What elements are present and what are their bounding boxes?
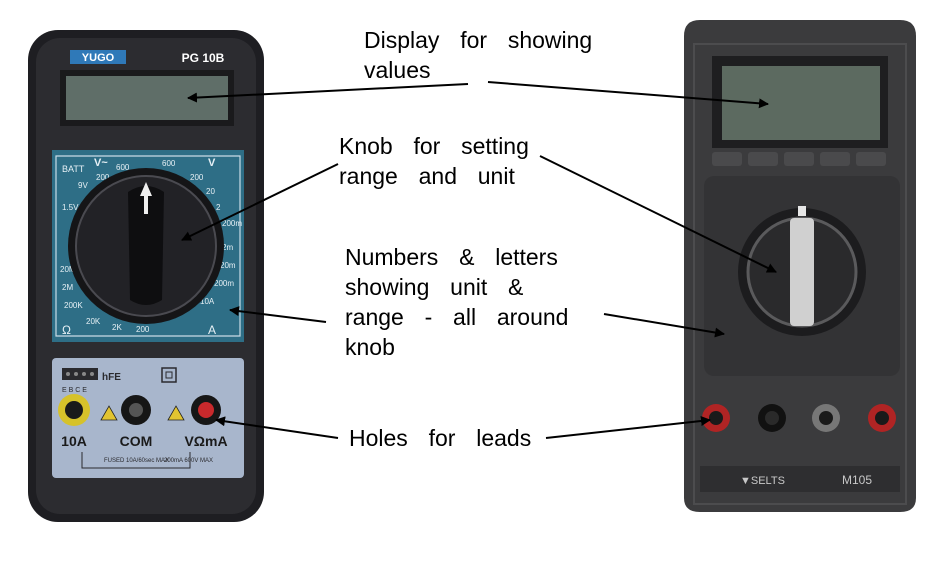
double-insulation-icon xyxy=(161,367,177,383)
annotation-arrows xyxy=(181,81,777,439)
right-function-button xyxy=(856,152,886,166)
panel-label-ohm-2k: 2K xyxy=(112,323,122,332)
left-range-panel-border xyxy=(55,155,241,337)
panel-label-vdc-20: 20 xyxy=(206,187,215,196)
right-knob-grip xyxy=(790,218,814,326)
panel-label-ohm-20m: 20M xyxy=(60,265,76,274)
panel-label-vdc-200m: 200m xyxy=(222,219,242,228)
panel-label-ohm-200: 200 xyxy=(136,325,150,334)
arrow-numbers-left xyxy=(229,306,327,323)
label-numbers-line1: Numbers & letters xyxy=(345,244,558,270)
jack-bracket-line xyxy=(81,452,191,469)
panel-label-a-20m: 20m xyxy=(220,261,236,270)
right-meter-inner-edge xyxy=(693,43,907,505)
left-knob-grip xyxy=(128,186,164,305)
right-function-button xyxy=(820,152,850,166)
panel-label-a-2m: 2m xyxy=(222,243,233,252)
right-knob-marker xyxy=(798,206,806,216)
right-jack xyxy=(819,411,833,425)
arrow-holes-left xyxy=(215,416,339,439)
right-jack xyxy=(709,411,723,425)
panel-label-ohm-20k: 20K xyxy=(86,317,101,326)
jack-10a xyxy=(65,401,83,419)
panel-label-a-200m: 200m xyxy=(214,279,234,288)
panel-label-amp: A xyxy=(208,323,216,337)
panel-label-vac-200: 200 xyxy=(96,173,110,182)
right-jack xyxy=(875,411,889,425)
right-function-button xyxy=(748,152,778,166)
panel-label-10a: 10A xyxy=(200,297,215,306)
right-brand-strip xyxy=(700,466,900,492)
label-display-line2: values xyxy=(364,57,431,83)
label-knob-line2: range and unit xyxy=(339,163,515,189)
panel-label-vdc-2: 2 xyxy=(216,203,221,212)
arrow-display-left xyxy=(187,83,469,103)
panel-label-ohm-200k: 200K xyxy=(64,301,83,310)
label-knob-line1: Knob for setting xyxy=(339,133,529,159)
hfe-socket-pin xyxy=(66,372,70,376)
panel-label-vdc-200: 200 xyxy=(190,173,204,182)
jack-label-com: COM xyxy=(120,433,153,449)
panel-label-vac-600: 600 xyxy=(116,163,130,172)
label-numbers-line4: knob xyxy=(345,334,395,360)
double-insulation-inner-icon xyxy=(165,371,173,379)
right-jack xyxy=(765,411,779,425)
hfe-socket-pin xyxy=(90,372,94,376)
panel-label-1-5v: 1.5V xyxy=(62,203,79,212)
label-holes: Holes for leads xyxy=(349,425,532,451)
panel-label-vac: V~ xyxy=(94,157,108,169)
arrow-holes-right xyxy=(545,416,711,439)
arrow-knob-right xyxy=(539,155,777,273)
fuse-label-left: FUSED 10A/60sec MAX xyxy=(104,458,169,464)
hfe-label: hFE xyxy=(102,372,121,383)
panel-label-9v: 9V xyxy=(78,181,88,190)
panel-label-vdc-600: 600 xyxy=(162,159,176,168)
label-numbers-line2: showing unit & xyxy=(345,274,524,300)
arrow-knob-left xyxy=(181,163,339,241)
right-multimeter: ▼SELTS M105 xyxy=(684,20,916,512)
jack-label-10a: 10A xyxy=(61,433,87,449)
warning-triangle-icon xyxy=(100,405,118,421)
arrow-display-right xyxy=(487,81,769,109)
jack-com xyxy=(129,403,143,417)
right-function-button xyxy=(712,152,742,166)
right-function-button xyxy=(784,152,814,166)
panel-label-vdc: V xyxy=(208,157,216,169)
jack-vohma xyxy=(198,402,214,418)
right-model-text: M105 xyxy=(842,473,872,487)
warning-triangle-icon xyxy=(167,405,185,421)
jack-label-vohma: VΩmA xyxy=(184,433,227,449)
left-model-text: PG 10B xyxy=(182,51,225,65)
hfe-socket-pin xyxy=(82,372,86,376)
left-brand-text: YUGO xyxy=(82,52,115,64)
ebce-label: E B C E xyxy=(62,387,87,394)
left-brand-badge xyxy=(70,50,126,64)
left-multimeter: YUGO PG 10B BATT 1.5V 9V V~ 200 600 V 60… xyxy=(28,30,264,522)
arrow-numbers-right xyxy=(603,313,725,338)
right-brand-text: ▼SELTS xyxy=(740,475,785,487)
panel-label-ohm: Ω xyxy=(62,323,71,337)
panel-label-ohm-2m: 2M xyxy=(62,283,73,292)
left-knob-pointer-icon xyxy=(140,182,152,214)
panel-label-batt: BATT xyxy=(62,164,85,174)
label-display-line1: Display for showing xyxy=(364,27,593,53)
fuse-label-right: 200mA 600V MAX xyxy=(164,458,213,464)
hfe-socket-pin xyxy=(74,372,78,376)
hfe-socket xyxy=(62,368,98,380)
label-numbers-line3: range - all around xyxy=(345,304,569,330)
